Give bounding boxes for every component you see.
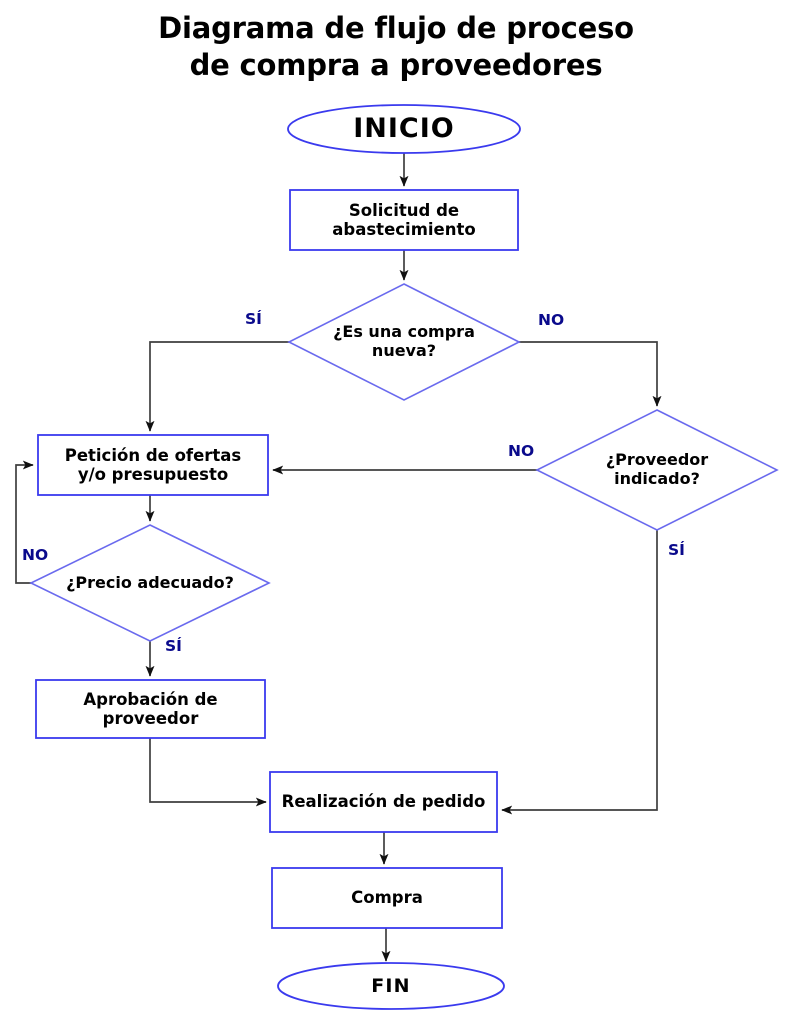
node-shape-fin[interactable] <box>277 962 505 1010</box>
page-title-line-1: Diagrama de flujo de proceso <box>158 11 634 45</box>
edge-label-proveedor-indicado-no: NO <box>508 442 535 460</box>
edge-label-compra-nueva-no: NO <box>538 311 565 329</box>
edge-label-precio-adecuado-si: SÍ <box>165 637 182 655</box>
node-shape-compra[interactable] <box>271 867 503 929</box>
node-shape-inicio[interactable] <box>287 104 521 154</box>
page-title-line-2: de compra a proveedores <box>189 48 603 83</box>
edge-label-precio-adecuado-no: NO <box>22 546 49 564</box>
edge-compra-nueva-si-to-peticion <box>145 341 289 432</box>
node-shape-aprobacion[interactable] <box>35 679 266 739</box>
node-shape-realizacion[interactable] <box>269 771 498 833</box>
edge-proveedor-indicado-si-to-realizacion <box>501 530 658 815</box>
node-shape-precio-adecuado[interactable] <box>29 524 271 642</box>
edge-label-proveedor-indicado-si: SÍ <box>668 541 685 559</box>
node-shape-compra-nueva[interactable] <box>287 283 521 401</box>
edge-label-compra-nueva-si: SÍ <box>245 310 262 328</box>
node-shape-peticion[interactable] <box>37 434 269 496</box>
edge-aprobacion-to-realizacion <box>149 738 267 807</box>
edge-precio-adecuado-no-to-peticion <box>15 460 34 584</box>
connector-group <box>15 153 662 962</box>
page-title: Diagrama de flujo de proceso de compra a… <box>0 10 792 84</box>
node-shape-solicitud[interactable] <box>289 189 519 251</box>
edge-compra-nueva-no-to-proveedor-indicado <box>519 341 662 407</box>
node-shape-proveedor-indicado[interactable] <box>535 409 779 531</box>
